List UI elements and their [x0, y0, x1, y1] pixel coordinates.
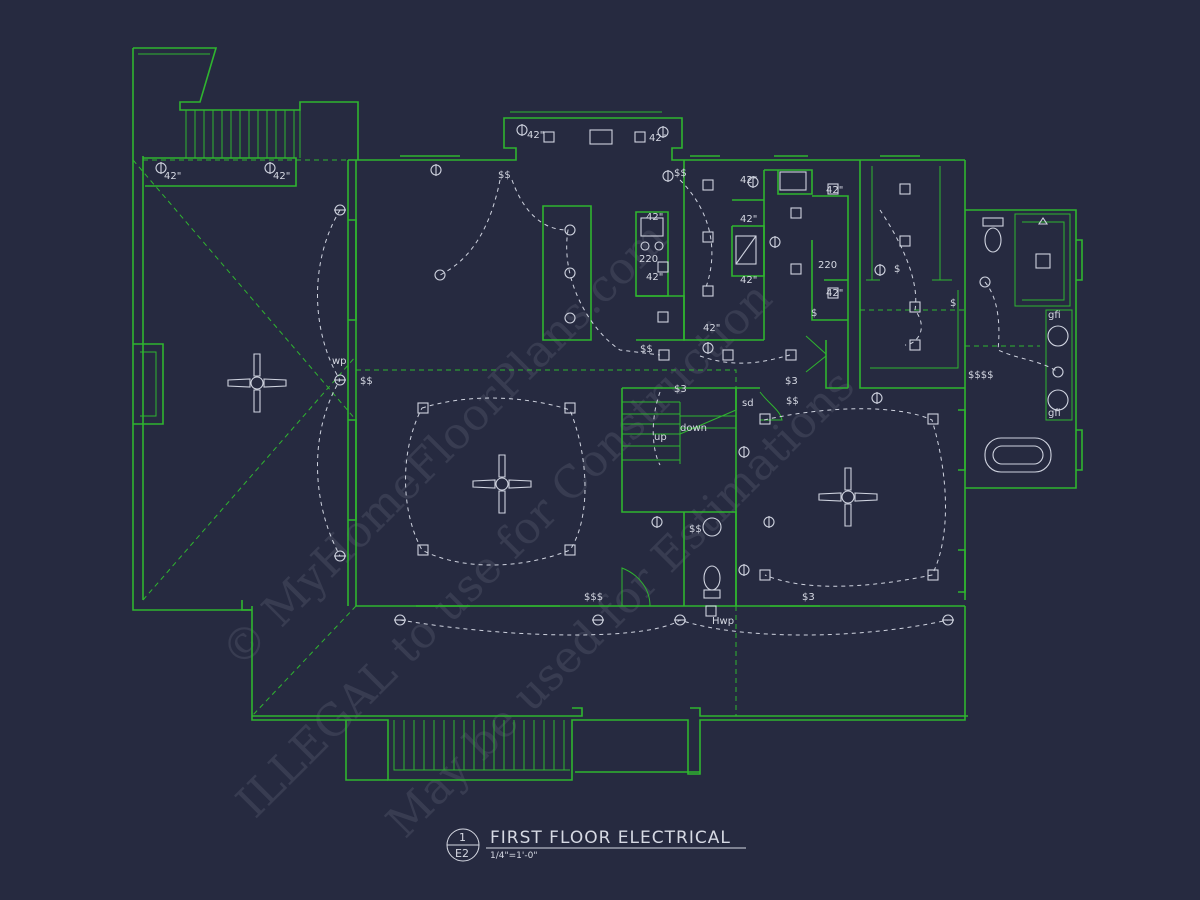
- switch-kitchen-bay: $$: [674, 168, 687, 179]
- label-42-k4: 42": [740, 214, 757, 225]
- switch-stair: $3: [674, 384, 687, 395]
- label-42-k2: 42": [646, 272, 663, 283]
- label-42-l1: 42": [826, 185, 843, 196]
- label-stair-up: up: [654, 432, 667, 443]
- label-gfi-b: gfi: [1048, 408, 1061, 419]
- label-42-k6: 42": [703, 323, 720, 334]
- label-gfi-a: gfi: [1048, 310, 1061, 321]
- label-stair-down: down: [680, 423, 707, 434]
- switch-kitchen-entry: $$: [498, 170, 511, 181]
- outlets: [155, 124, 1064, 626]
- label-42-k1: 42": [646, 212, 663, 223]
- drawing-scale: 1/4"=1'-0": [490, 851, 537, 861]
- label-hwp-front: Hwp: [712, 616, 734, 627]
- labels: 42" 42" 42" 42" 42" 42" 42" 42" 42" 42" …: [164, 130, 1061, 627]
- sheet-number: E2: [455, 847, 469, 860]
- label-42-k3: 42": [740, 175, 757, 186]
- switch-bedroom: $3: [802, 592, 815, 603]
- label-smoke-detector: sd: [742, 398, 754, 409]
- switch-bath: $$$$: [968, 370, 993, 381]
- label-42-l2: 42": [826, 288, 843, 299]
- ceiling-fan-icon: [227, 353, 878, 527]
- recessed-lights: [417, 131, 939, 617]
- label-220-range: 220: [639, 254, 658, 265]
- label-42-bay-b: 42": [649, 133, 666, 144]
- switch-laundry: $: [811, 308, 817, 319]
- watermark: © MyHomeFloorPlans.com ILLEGAL to use fo…: [212, 213, 865, 848]
- walls: [132, 47, 1083, 781]
- label-42-porch-a: 42": [164, 171, 181, 182]
- label-220-laundry: 220: [818, 260, 837, 271]
- switch-powder: $$: [689, 524, 702, 535]
- switch-bath-hall: $: [950, 298, 956, 309]
- switch-hall-3way: $3: [785, 376, 798, 387]
- label-42-porch-b: 42": [273, 171, 290, 182]
- label-42-k5: 42": [740, 275, 757, 286]
- switch-closet: $: [894, 264, 900, 275]
- dashed-guides: [132, 159, 1040, 717]
- switch-foyer: $$$: [584, 592, 603, 603]
- switch-kitchen-island: $$: [640, 344, 653, 355]
- label-wp-left: wp: [332, 356, 347, 367]
- bath-fixtures: [589, 129, 1069, 599]
- label-42-bay-a: 42": [527, 130, 544, 141]
- drawing-number: 1: [459, 831, 466, 844]
- switch-hall: $$: [786, 396, 799, 407]
- drawing-title: FIRST FLOOR ELECTRICAL: [490, 828, 731, 848]
- switch-living: $$: [360, 376, 373, 387]
- drawing-title-block: 1 E2 FIRST FLOOR ELECTRICAL 1/4"=1'-0": [446, 828, 746, 862]
